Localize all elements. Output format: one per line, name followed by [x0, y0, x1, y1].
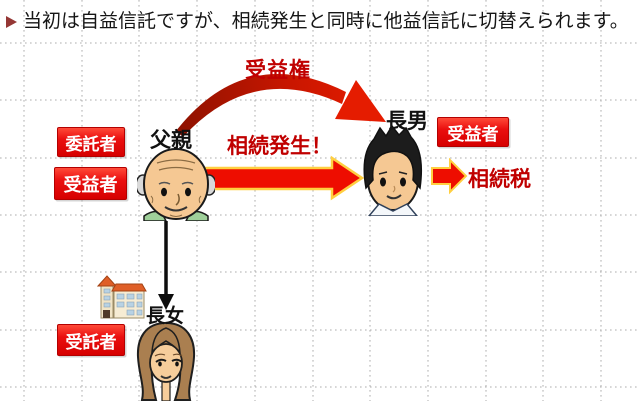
daughter-avatar: [136, 321, 196, 401]
title-text: 当初は自益信託ですが、相続発生と同時に他益信託に切替えられます。: [23, 11, 629, 32]
son-name-label: 長男: [386, 110, 428, 133]
son-avatar: [363, 124, 423, 216]
beneficiary-badge-father-label: 受益者: [63, 174, 118, 195]
trustee-badge-label: 受託者: [65, 332, 117, 352]
beneficiary-badge-son: 受益者: [437, 117, 509, 147]
daughter-name-label: 長女: [146, 306, 185, 327]
trustee-badge: 受託者: [57, 324, 125, 356]
settlor-badge: 委託者: [57, 127, 125, 157]
inheritance-tax-label: 相続税: [468, 168, 531, 191]
beneficiary-badge-son-label: 受益者: [447, 124, 499, 144]
inheritance-event-label: 相続発生！: [227, 135, 332, 158]
slide-title: 当初は自益信託ですが、相続発生と同時に他益信託に切替えられます。: [6, 10, 629, 34]
beneficiary-badge-father: 受益者: [54, 167, 127, 200]
building-icon: [97, 275, 147, 319]
settlor-badge-label: 委託者: [65, 134, 117, 154]
father-avatar: [137, 148, 215, 221]
arrow-bullet-icon: [6, 16, 17, 28]
father-name-label: 父親: [150, 129, 192, 152]
beneficiary-right-label: 受益権: [245, 59, 311, 82]
